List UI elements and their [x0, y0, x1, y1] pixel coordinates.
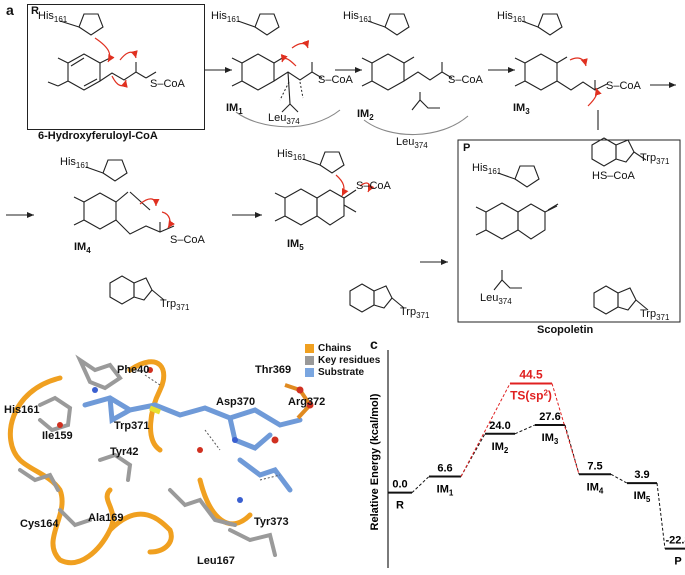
residue-label: Cys164	[20, 518, 59, 530]
reactant-structure	[47, 13, 157, 91]
scoa-label-r: S–CoA	[150, 78, 185, 90]
scoa-label-im3: S–CoA	[606, 80, 641, 92]
ts-connector	[460, 383, 511, 477]
state-label: IM3	[542, 432, 559, 446]
im2-structure	[361, 13, 469, 136]
im5-label: IM5	[287, 238, 304, 253]
leu-label-p: Leu374	[480, 292, 512, 307]
product-name: Scopoletin	[537, 324, 594, 336]
trp-label-im3: Trp371	[640, 152, 670, 167]
energy-value-label: 7.5	[587, 460, 602, 472]
hscoa-label-p: HS–CoA	[592, 170, 635, 182]
residue-label: Arg372	[288, 396, 326, 408]
y-axis-label: Relative Energy (kcal/mol)	[369, 393, 381, 530]
state-label: P	[674, 556, 681, 568]
state-label: R	[396, 500, 404, 512]
residue-label: Phe40	[117, 364, 150, 376]
reactant-box-label: R	[31, 5, 39, 17]
legend-item: Substrate	[305, 366, 380, 378]
state-label: IM1	[437, 483, 454, 497]
scoa-label-im5: S–CoA	[356, 180, 391, 192]
im1-label: IM1	[226, 102, 243, 117]
leu-label-im2: Leu374	[396, 136, 428, 151]
im4-structure	[73, 159, 175, 305]
connector-line	[610, 473, 628, 484]
legend-item: Chains	[305, 342, 380, 354]
energy-value-label: 0.0	[392, 479, 407, 491]
im4-label: IM4	[74, 241, 91, 256]
legend-swatch-key-residues	[305, 355, 314, 365]
residue-label: Trp371	[114, 420, 150, 432]
trp-label-im5: Trp371	[400, 306, 430, 321]
his-label-im2: His161	[343, 10, 373, 25]
scoa-label-im4: S–CoA	[170, 234, 205, 246]
legend-item: Key residues	[305, 354, 380, 366]
im2-label: IM2	[357, 108, 374, 123]
connector-line	[514, 424, 536, 435]
protein-structure-render	[0, 330, 360, 575]
energy-value-label: 3.9	[634, 469, 649, 481]
trp-label-p: Trp371	[640, 308, 670, 323]
residue-label: Asp370	[216, 396, 256, 408]
legend-swatch-substrate	[305, 367, 314, 377]
residue-label: Thr369	[255, 364, 292, 376]
ts-energy-label: 44.5	[519, 367, 543, 381]
connector-line	[656, 483, 666, 549]
his-label-im4: His161	[60, 156, 90, 171]
scoa-label-im1: S–CoA	[318, 74, 353, 86]
his-label-im3: His161	[497, 10, 527, 25]
residue-label: Ile159	[42, 430, 73, 442]
reactant-name: 6-Hydroxyferuloyl-CoA	[38, 130, 158, 142]
legend-b: Chains Key residues Substrate	[305, 342, 380, 378]
state-label: IM4	[587, 481, 604, 495]
residue-label: His161	[4, 404, 40, 416]
ts-connector	[551, 383, 580, 475]
his-label-r: His161	[38, 10, 68, 25]
ts-name-label: TS(sp2)	[510, 388, 552, 402]
energy-value-label: 6.6	[437, 462, 452, 474]
reactant-box	[27, 4, 205, 130]
his-label-im1: His161	[211, 10, 241, 25]
mechanism-scheme	[6, 13, 681, 323]
trp-label-im4: Trp371	[160, 298, 190, 313]
connector-line	[460, 433, 486, 477]
connector-line	[411, 476, 430, 494]
energy-value-label: 24.0	[489, 420, 510, 432]
his-label-im5: His161	[277, 148, 307, 163]
product-box-label: P	[463, 142, 471, 154]
state-label: IM2	[492, 441, 509, 455]
residue-label: Tyr42	[110, 446, 139, 458]
residue-label: Tyr373	[254, 516, 289, 528]
im5-structure	[274, 151, 405, 313]
state-label: IM5	[634, 490, 651, 504]
panel-c-label: c	[370, 336, 378, 352]
legend-swatch-chains	[305, 343, 314, 353]
energy-profile-chart: Relative Energy (kcal/mol) 44.5TS(sp2) 0…	[369, 350, 685, 568]
scoa-label-im2: S–CoA	[448, 74, 483, 86]
energy-value-label: -22.8	[665, 535, 685, 547]
residue-label: Ala169	[88, 512, 124, 524]
his-label-p: His161	[472, 162, 502, 177]
residue-label: Leu167	[197, 555, 235, 567]
panel-a-label: a	[6, 2, 14, 18]
product-structure	[475, 165, 649, 315]
im1-structure	[231, 13, 341, 128]
energy-value-label: 27.6	[539, 411, 560, 423]
im3-label: IM3	[513, 102, 530, 117]
im3-structure	[514, 13, 647, 167]
leu-label-im1: Leu374	[268, 112, 300, 127]
